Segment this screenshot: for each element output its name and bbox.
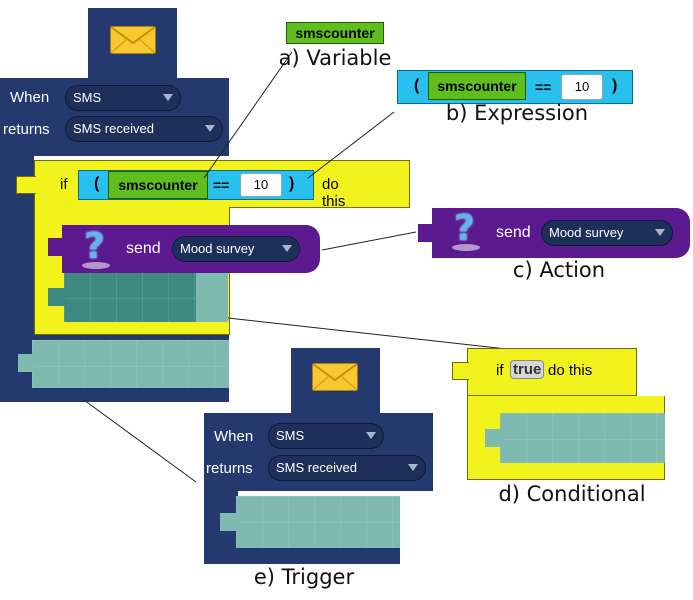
callout-expr-close: ) xyxy=(612,77,618,94)
callout-expr-open: ( xyxy=(414,77,420,94)
connector-trigger xyxy=(83,399,197,483)
callout-returns-value: SMS received xyxy=(276,460,357,475)
callout-returns-label: returns xyxy=(206,460,253,477)
callout-send-value: Mood survey xyxy=(549,225,624,240)
when-dropdown[interactable]: SMS xyxy=(65,85,181,111)
trigger-empty-slot-notch xyxy=(18,354,34,372)
conditional-empty-slot-end xyxy=(196,272,228,322)
returns-label: returns xyxy=(3,121,50,138)
when-dropdown-value: SMS xyxy=(73,90,102,105)
callout-action-notch xyxy=(418,224,434,242)
callout-when-label: When xyxy=(214,428,254,445)
chevron-down-icon xyxy=(205,125,215,132)
callout-question-mark-icon: ? xyxy=(450,208,482,254)
number-input[interactable]: 10 xyxy=(240,173,282,197)
action-notch xyxy=(48,238,64,256)
envelope-icon xyxy=(110,26,156,54)
caption-trigger: e) Trigger xyxy=(253,565,355,589)
callout-trigger-slot-notch xyxy=(220,513,238,531)
caption-action: c) Action xyxy=(512,258,606,282)
chevron-down-icon xyxy=(655,229,665,236)
caption-expression: b) Expression xyxy=(445,101,589,125)
send-dropdown-value: Mood survey xyxy=(180,241,255,256)
do-this-label: do this xyxy=(322,176,346,210)
callout-expr-variable: smscounter xyxy=(428,72,526,100)
main-trigger-block: When SMS returns SMS received if ( smsco… xyxy=(0,0,410,402)
callout-when-dropdown: SMS xyxy=(268,423,384,449)
returns-dropdown-value: SMS received xyxy=(73,121,154,136)
caption-variable: a) Variable xyxy=(278,46,392,70)
chevron-down-icon xyxy=(366,432,376,439)
callout-expr-operator: == xyxy=(535,79,552,95)
callout-trigger-slot xyxy=(236,496,400,548)
expression-open-paren: ( xyxy=(94,175,100,192)
question-mark-icon: ? xyxy=(80,226,112,272)
when-label: When xyxy=(10,89,50,106)
caption-conditional: d) Conditional xyxy=(498,482,646,506)
callout-send-dropdown: Mood survey xyxy=(541,220,673,246)
callout-when-value: SMS xyxy=(276,428,305,443)
callout-trigger-footer xyxy=(204,548,400,564)
callout-returns-dropdown: SMS received xyxy=(268,455,426,481)
conditional-notch xyxy=(16,176,36,194)
callout-expr-number: 10 xyxy=(561,74,603,100)
send-label: send xyxy=(126,240,161,257)
variable-block[interactable]: smscounter xyxy=(108,171,208,199)
operator-label: == xyxy=(213,177,230,193)
callout-variable-block: smscounter xyxy=(286,22,384,44)
if-label: if xyxy=(60,176,68,193)
callout-if-label: if xyxy=(496,362,504,379)
callout-send-label: send xyxy=(496,224,531,241)
expression-close-paren: ) xyxy=(289,175,295,192)
callout-true-value: true xyxy=(510,360,545,379)
callout-envelope-icon xyxy=(312,363,358,391)
conditional-empty-slot-notch xyxy=(48,288,66,306)
returns-dropdown[interactable]: SMS received xyxy=(65,116,223,142)
chevron-down-icon xyxy=(163,94,173,101)
callout-conditional-slot xyxy=(500,413,665,463)
send-dropdown[interactable]: Mood survey xyxy=(172,236,300,262)
connector-action xyxy=(321,231,417,251)
callout-conditional-notch xyxy=(452,362,469,380)
chevron-down-icon xyxy=(282,245,292,252)
callout-conditional-slot-notch xyxy=(485,429,502,447)
trigger-empty-slot[interactable] xyxy=(32,340,229,388)
callout-do-label: do this xyxy=(548,362,593,379)
chevron-down-icon xyxy=(408,464,418,471)
callout-conditional-header xyxy=(467,348,637,396)
